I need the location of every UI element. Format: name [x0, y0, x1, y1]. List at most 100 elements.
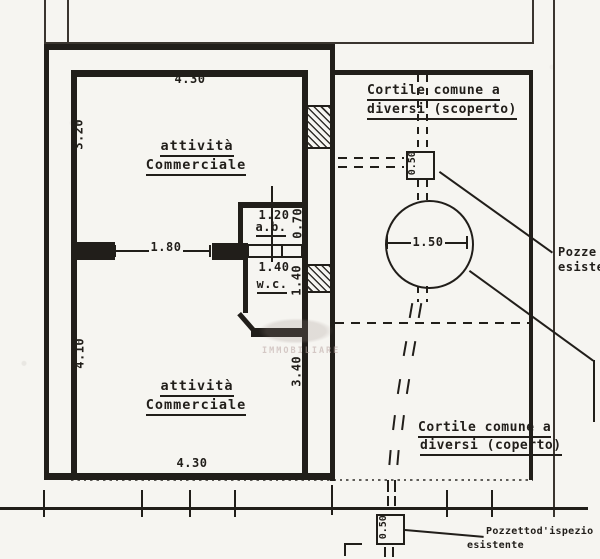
pipe-dash: [388, 449, 392, 466]
ab-north-wall: [238, 202, 303, 208]
inspection-note-line1: Pozzettod'ispezio: [486, 526, 594, 537]
street-tick: [446, 490, 448, 517]
courtyard-covered-label-line1: Cortile comune a: [418, 420, 552, 438]
window-top-cap2: [302, 147, 335, 149]
wc-threshold-jamb: [247, 244, 249, 258]
pipe-dash: [402, 340, 407, 357]
pipe-dash: [396, 449, 400, 466]
top-room-label-line2: Commerciale: [140, 157, 252, 176]
window-bottom-hatch: [307, 266, 331, 292]
inspection-note-line2: esistente: [467, 540, 524, 551]
dim-bottom-room-width: 4.30: [176, 456, 208, 470]
west-outer-wall: [44, 44, 49, 474]
pipe-dash: [387, 480, 389, 492]
corner-mark-h: [344, 543, 362, 545]
street-tick: [189, 490, 191, 517]
courtyard-north-wall: [335, 70, 533, 75]
well-note-line2: esiste: [558, 260, 600, 274]
east-wall-inner-face: [302, 70, 308, 474]
pipe-dash-horizontal: [338, 157, 404, 159]
courtyard-open-label-line2: diversi (scoperto): [367, 102, 517, 120]
room-north-wall: [71, 70, 307, 77]
south-wall: [44, 473, 335, 480]
window-bottom-cap2: [302, 291, 335, 293]
wc-south-wall: [251, 328, 307, 337]
ab-west-wall: [238, 202, 243, 243]
dim-bottom-room-height-left: 4.10: [72, 337, 87, 369]
inspection-leader-line: [404, 529, 484, 538]
pipe-dash: [417, 302, 422, 319]
courtyard-open-label-line1: Cortile comune a: [367, 83, 501, 101]
wc-threshold-line: [248, 256, 303, 258]
street-line: [0, 507, 588, 510]
pipe-dash-vertical: [417, 286, 419, 302]
street-tick: [491, 490, 493, 517]
well-diameter: 1.50: [410, 235, 446, 249]
wc-label: w.c.: [254, 277, 290, 294]
pipe-dash-vertical: [417, 75, 419, 151]
partition-pier-left: [71, 242, 115, 260]
north-wall: [44, 44, 335, 50]
boundary-topright-line: [532, 0, 534, 44]
pipe-dash: [394, 480, 396, 492]
pipe-dash: [411, 340, 416, 357]
courtyard-covered-label-line2: diversi (coperto): [420, 438, 562, 456]
boundary-left-outer-top: [44, 0, 46, 44]
wc-threshold-jamb: [301, 244, 303, 258]
street-tick: [43, 490, 45, 517]
window-top-cap: [302, 105, 335, 107]
pipe-dash: [408, 302, 413, 319]
bottom-room-label-line1: attività: [158, 378, 236, 397]
dim-wc-depth: 1.40: [289, 264, 304, 296]
watermark-logo: [258, 318, 334, 344]
courtyard-divider-dashed: [335, 322, 531, 324]
dim-ab-width: 1.20: [258, 208, 290, 222]
east-wall-outer-face: [330, 44, 335, 481]
pipe-dash-vertical: [426, 180, 428, 200]
well-note-line1: Pozze: [558, 245, 597, 259]
pipe-dash: [392, 547, 394, 557]
watermark-text: IMMOBILIARE: [262, 346, 341, 356]
courtyard-east-wall: [529, 70, 533, 480]
street-tick: [331, 485, 333, 515]
dim-top-room-height: 3.20: [71, 118, 86, 150]
shaft-top-square: [406, 151, 435, 180]
door-dim-tick: [114, 245, 116, 257]
dim-ab-depth: 0.70: [290, 207, 305, 239]
partition-pier-mid: [212, 243, 248, 260]
room-west-wall: [71, 70, 77, 474]
dim-wc-width: 1.40: [258, 260, 290, 274]
wc-threshold-line: [248, 244, 303, 246]
pipe-dash-vertical: [426, 75, 428, 151]
pipe-dash-vertical: [417, 180, 419, 200]
boundary-right-line: [553, 0, 555, 517]
bottom-room-label-line2: Commerciale: [140, 397, 252, 416]
pipe-dash: [392, 414, 396, 431]
pipe-dash: [401, 414, 405, 431]
courtyard-south-dotted-line: [71, 479, 533, 481]
dim-bottom-room-height-right: 3.40: [289, 355, 304, 387]
dim-door-width: 1.80: [148, 240, 184, 254]
pipe-dash: [387, 496, 389, 506]
pipe-dash: [405, 378, 410, 395]
pipe-dash: [384, 547, 386, 557]
wc-west-wall: [243, 258, 248, 313]
well-leader-line2-vertical: [593, 360, 595, 422]
street-tick: [141, 490, 143, 517]
window-top-hatch: [307, 107, 331, 148]
shaft-top-size: 0.50: [406, 151, 418, 176]
well-dim-tick: [386, 236, 388, 249]
boundary-top-line: [44, 42, 534, 44]
pipe-dash: [396, 378, 401, 395]
corner-mark-v: [344, 543, 346, 556]
shaft-bottom-square: [376, 514, 405, 545]
well-dim-tick: [466, 236, 468, 249]
ab-label: a.b.: [254, 220, 288, 237]
door-dim-tick: [209, 245, 211, 257]
boundary-left-inner-top: [67, 0, 69, 44]
shaft-bottom-size: 0.50: [377, 515, 389, 540]
ab-dim-vline: [271, 186, 273, 262]
top-room-label-line1: attività: [158, 138, 236, 157]
pipe-dash: [394, 496, 396, 506]
